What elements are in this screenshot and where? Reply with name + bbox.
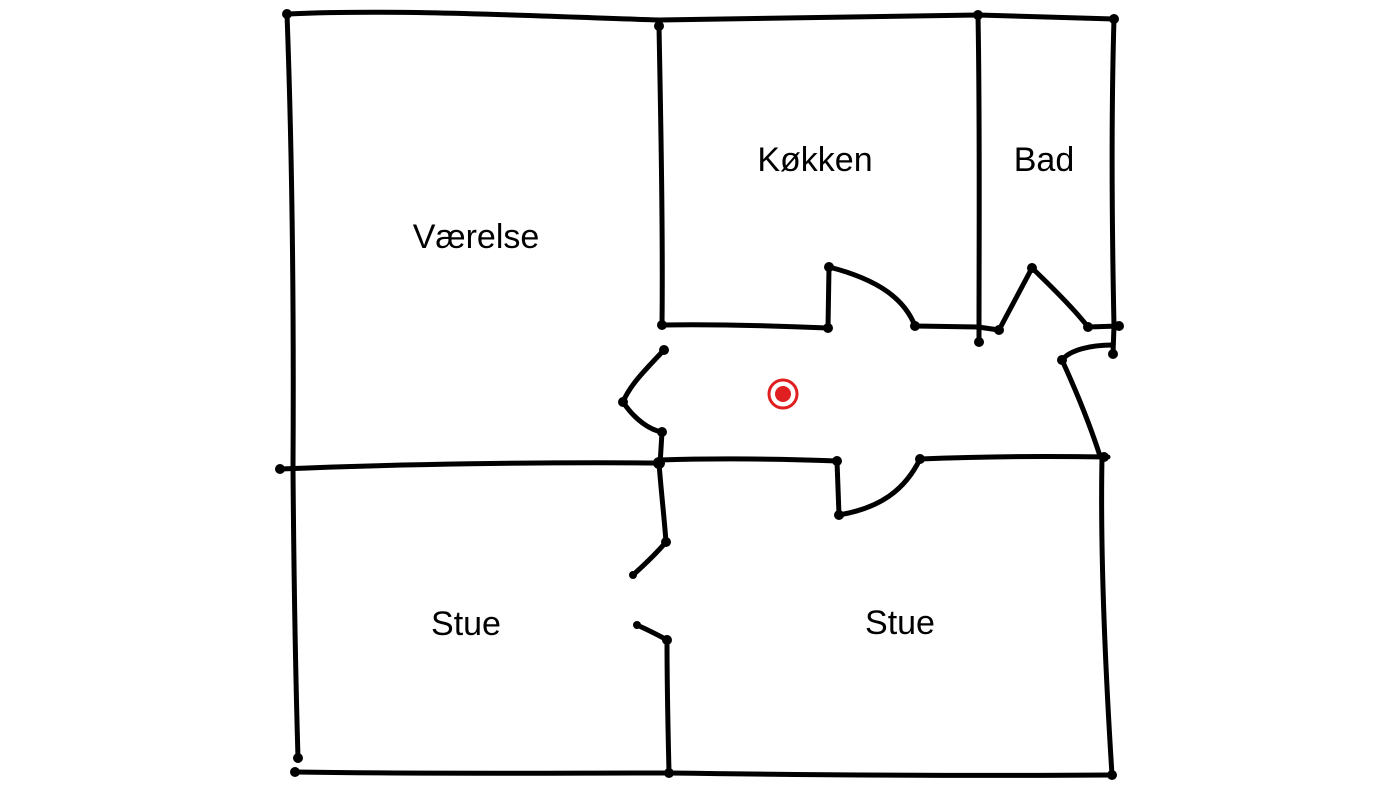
wall-hall-bottom <box>656 453 1111 518</box>
room-label-stue-right: Stue <box>865 604 935 642</box>
outer-wall-left <box>284 11 301 761</box>
room-label-stue-left: Stue <box>431 605 501 643</box>
wall-joints <box>275 9 1124 780</box>
wall-hall-right <box>1059 342 1116 459</box>
wall-bad-bottom <box>996 265 1122 333</box>
wall-vaerelse-stue <box>277 460 662 472</box>
wall-stue-divider-lower <box>634 622 672 775</box>
wall-vaerelse-kokken <box>656 23 665 328</box>
outer-wall-bottom <box>292 769 1115 778</box>
outer-wall-right-lower <box>1099 455 1115 778</box>
wall-kokken-bottom <box>659 264 1002 333</box>
wall-kokken-bad <box>975 12 982 345</box>
wall-stue-divider-upper <box>630 460 669 578</box>
outer-wall-top <box>284 9 1117 23</box>
wall-hall-left <box>620 347 667 468</box>
outer-wall-right-upper <box>1109 16 1117 357</box>
room-label-vaerelse: Værelse <box>413 218 540 256</box>
location-marker-icon <box>767 378 799 410</box>
room-label-bad: Bad <box>1014 141 1075 179</box>
room-label-kokken: Køkken <box>757 141 872 179</box>
